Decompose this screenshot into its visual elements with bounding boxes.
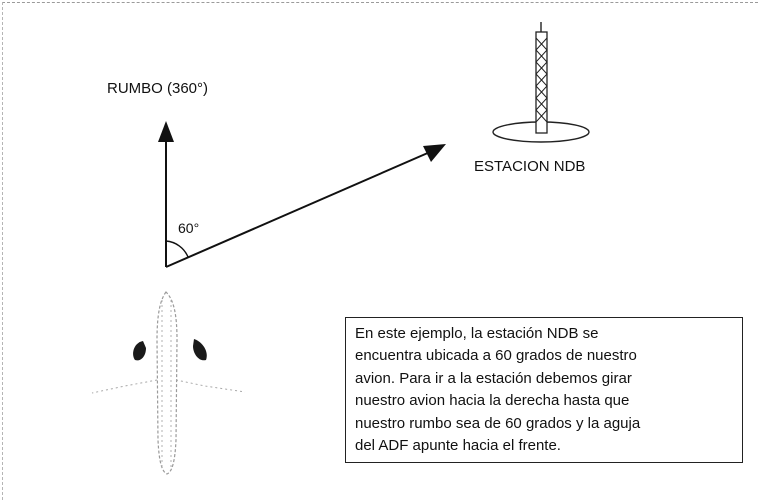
airplane-icon <box>91 291 246 475</box>
ndb-tower-icon <box>492 22 590 143</box>
explanation-box: En este ejemplo, la estación NDB se encu… <box>345 317 743 463</box>
explanation-line: nuestro avion hacia la derecha hasta que <box>355 392 630 410</box>
bearing-arrowhead <box>423 144 446 162</box>
explanation-line: encuentra ubicada a 60 grados de nuestro <box>355 347 637 365</box>
angle-label: 60° <box>178 220 200 236</box>
explanation-line: nuestro rumbo sea de 60 grados y la aguj… <box>355 414 641 432</box>
station-label: ESTACION NDB <box>474 158 586 175</box>
heading-arrowhead <box>158 121 174 142</box>
angle-arc <box>165 240 189 258</box>
bearing-arrow-shaft <box>165 151 431 268</box>
explanation-line: del ADF apunte hacia el frente. <box>355 437 561 455</box>
heading-label: RUMBO (360°) <box>107 80 209 97</box>
explanation-line: avion. Para ir a la estación debemos gir… <box>355 369 632 387</box>
explanation-line: En este ejemplo, la estación NDB se <box>355 325 599 342</box>
